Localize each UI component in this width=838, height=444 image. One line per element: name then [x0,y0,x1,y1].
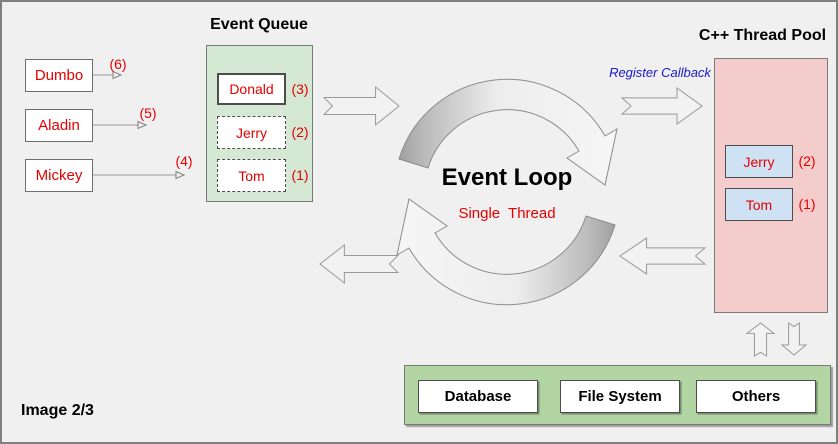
thread-pool-title: C++ Thread Pool [698,27,827,44]
register-callback-label: Register Callback [609,65,711,80]
sequence-label: (3) [291,81,309,97]
sequence-label: (2) [291,124,309,140]
event-loop-title: Event Loop [441,164,573,191]
queue-item-label: Jerry [235,124,268,141]
client-box-aladin: Aladin [25,109,93,142]
pool-item-label: Jerry [743,153,775,170]
resource-label: Others [731,388,781,405]
client-label: Mickey [35,167,83,184]
sequence-label: (1) [291,167,309,183]
pool-to-loop-arrow [619,237,706,275]
client-label: Aladin [38,117,80,134]
resource-file-system: File System [560,380,680,413]
sequence-label: (2) [798,153,816,169]
client-box-mickey: Mickey [25,159,93,192]
queue-item-jerry: Jerry [217,116,286,149]
resources-up-arrow [746,322,775,357]
resource-label: Database [444,388,512,405]
event-loop-subtitle: Single Thread [458,205,556,222]
queue-item-label: Tom [238,167,265,184]
queue-item-donald: Donald [217,73,286,105]
sequence-label: (5) [139,105,157,121]
image-caption: Image 2/3 [21,402,94,419]
resource-label: File System [578,388,662,405]
queue-item-tom: Tom [217,159,286,192]
queue-item-label: Donald [229,81,274,97]
pool-down-arrow [781,322,807,356]
thread-pool-panel [714,58,828,313]
resource-database: Database [418,380,538,413]
resource-others: Others [696,380,816,413]
pool-item-jerry: Jerry [725,145,793,178]
loop-out-left-arrow [319,244,399,284]
sequence-label: (6) [109,56,127,72]
client-label: Dumbo [34,67,84,84]
event-queue-title: Event Queue [210,16,308,33]
client-box-dumbo: Dumbo [25,59,93,92]
queue-to-loop-arrow [323,86,400,126]
register-callback-arrow [621,87,703,125]
pool-item-tom: Tom [725,188,793,221]
sequence-label: (1) [798,196,816,212]
pool-item-label: Tom [745,196,773,213]
sequence-label: (4) [175,153,193,169]
